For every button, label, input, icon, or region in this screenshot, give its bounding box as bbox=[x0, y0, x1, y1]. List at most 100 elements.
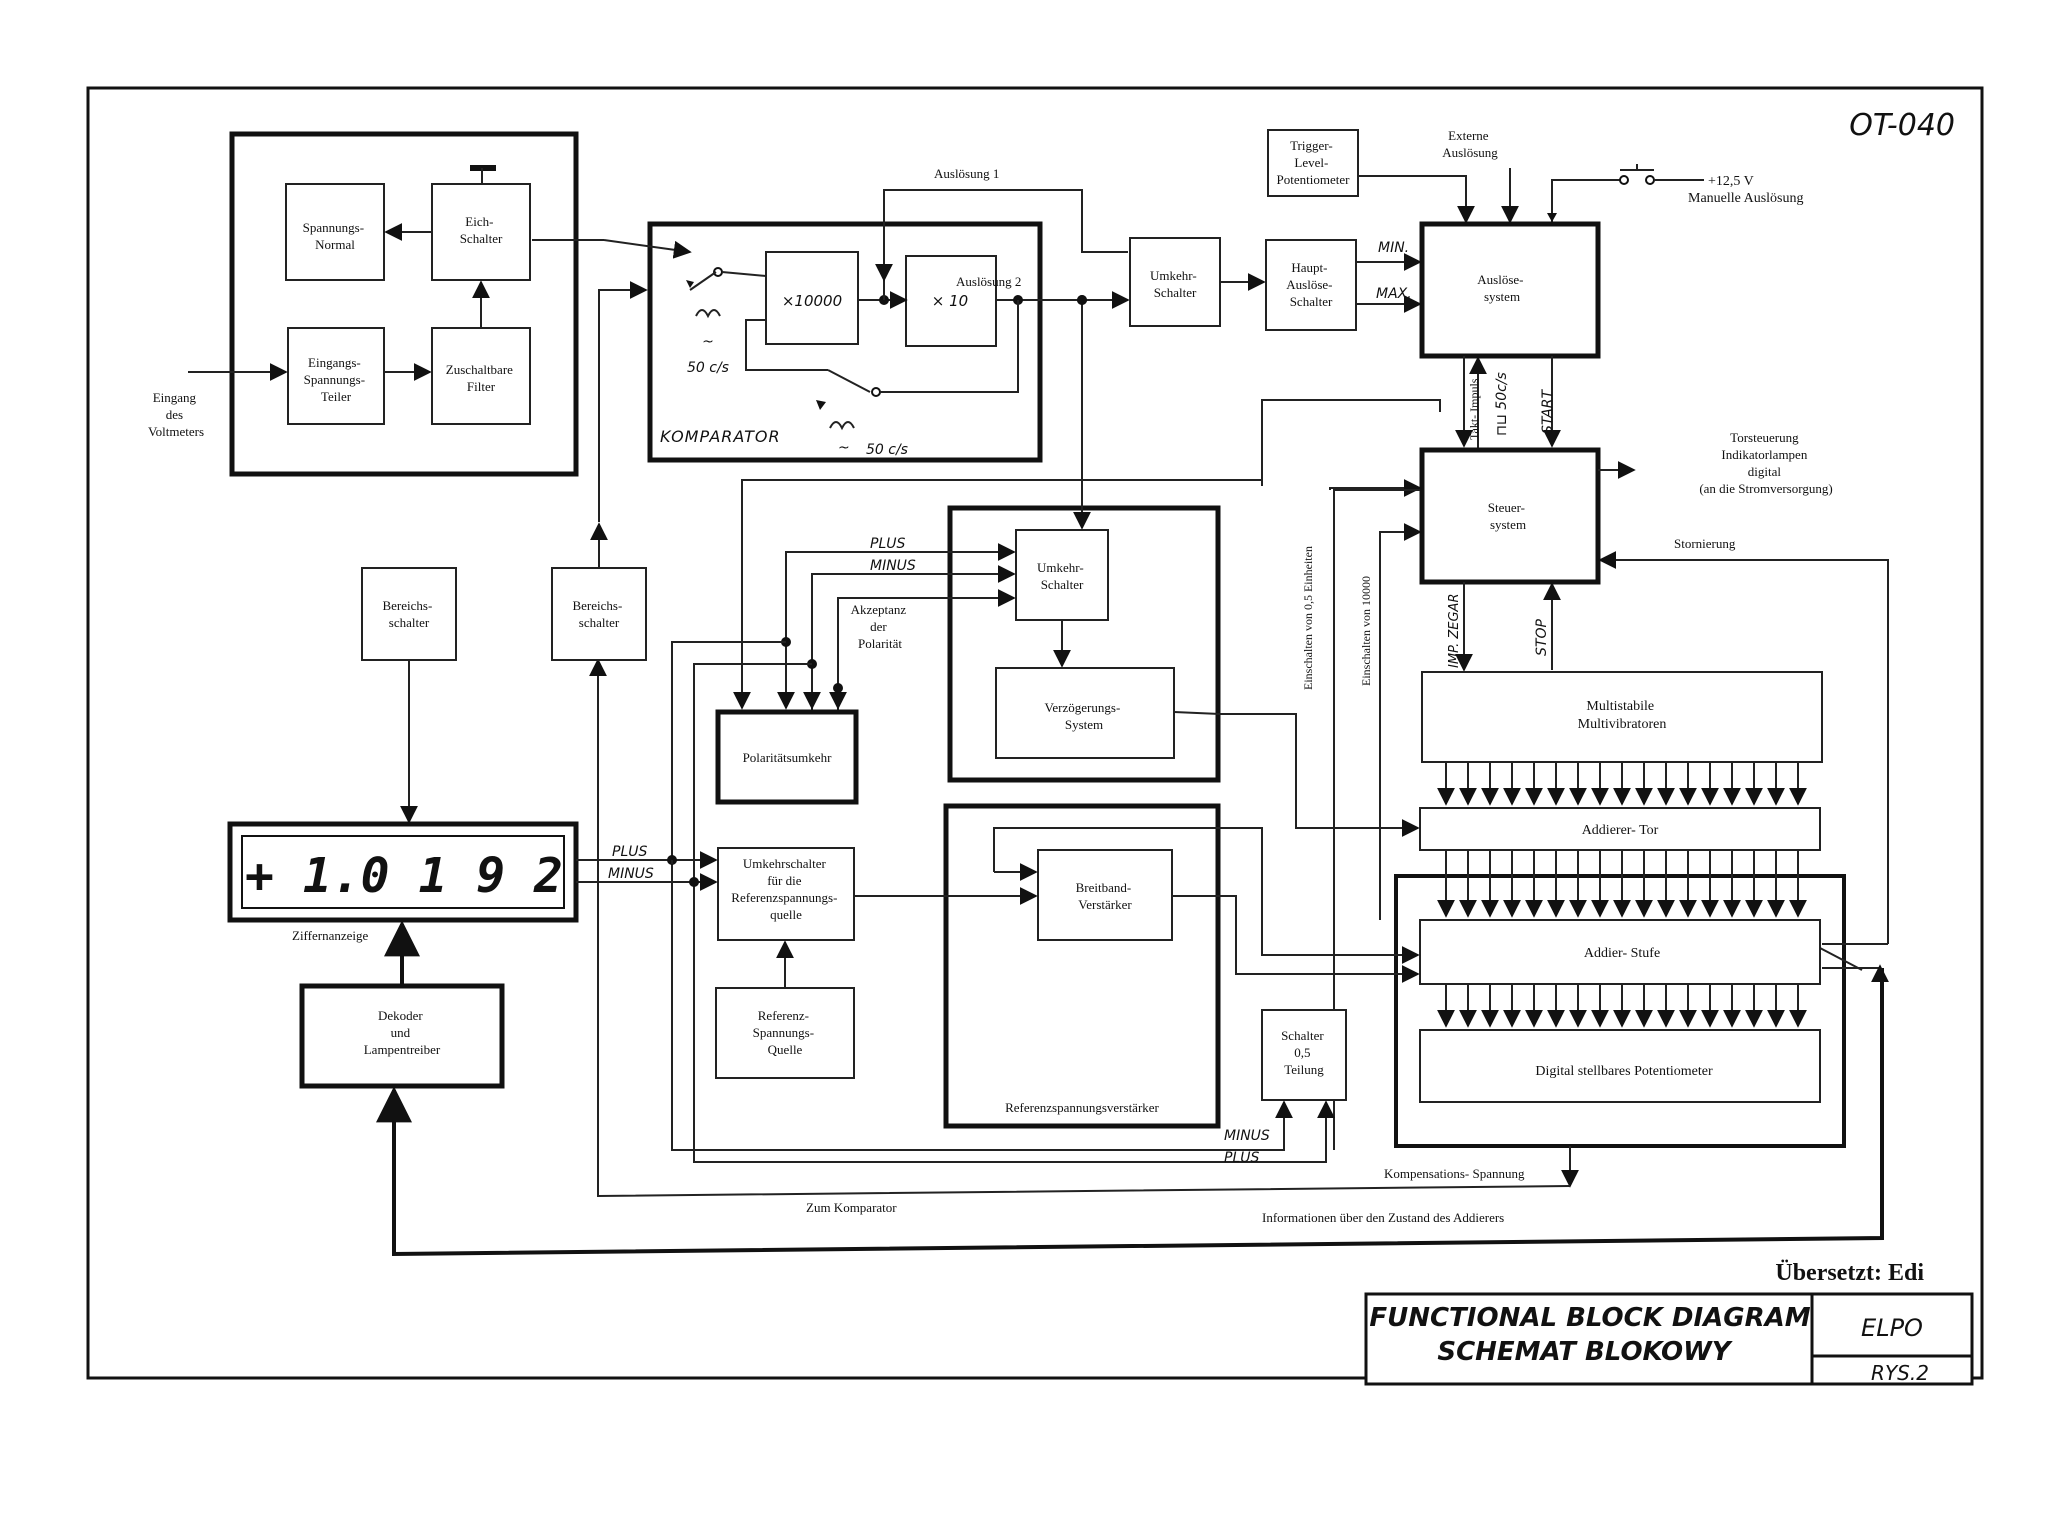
eich-schalter-label: Eich- Schalter bbox=[460, 214, 503, 246]
breitband-verstaerker-block: Breitband- Verstärker bbox=[1037, 849, 1173, 941]
haupt-ausloese-schalter-label: Haupt- Auslöse- Schalter bbox=[1286, 260, 1335, 309]
komparator-label: KOMPARATOR bbox=[660, 427, 781, 446]
dekoder-label: Dekoder und Lampentreiber bbox=[364, 1008, 441, 1057]
zuschaltbare-filter-label: Zuschaltbare Filter bbox=[446, 362, 516, 394]
x10000-label: ×10000 bbox=[782, 292, 842, 310]
ziffernanzeige-label: Ziffernanzeige bbox=[292, 928, 368, 943]
multistabile-label: Multistabile Multivibratoren bbox=[1578, 699, 1667, 732]
dekoder-block: Dekoder und Lampentreiber bbox=[299, 983, 505, 1089]
multistabile-block: Multistabile Multivibratoren bbox=[1421, 671, 1823, 763]
addier-stufe-label: Addier- Stufe bbox=[1584, 946, 1660, 961]
50cs-label-1: 50 c/s bbox=[687, 360, 729, 376]
x10000-block: ×10000 bbox=[765, 251, 859, 345]
sheet-border bbox=[86, 86, 1984, 1380]
svg-text:~: ~ bbox=[702, 334, 714, 350]
umkehrschalter-referenz-label: Umkehrschalter für die Referenzspannungs… bbox=[731, 856, 840, 922]
einschalten-05-label: Einschalten von 0,5 Einheiten bbox=[1301, 546, 1315, 690]
addierer-tor-label: Addierer- Tor bbox=[1582, 823, 1659, 838]
eingangs-teiler-label: Eingangs- Spannungs- Teiler bbox=[304, 355, 369, 404]
torsteuerung-label: Torsteuerung Indikatorlampen digital (an… bbox=[1699, 430, 1832, 496]
steuer-system-block: Steuer- system bbox=[1419, 447, 1601, 585]
bereichsschalter-2-label: Bereichs- schalter bbox=[572, 598, 625, 630]
svg-text:~: ~ bbox=[838, 440, 850, 456]
steuer-system-label: Steuer- system bbox=[1488, 500, 1529, 532]
company-name: ELPO bbox=[1861, 1314, 1923, 1342]
referenz-quelle-label: Referenz- Spannungs- Quelle bbox=[753, 1008, 818, 1057]
zuschaltbare-filter-block: Zuschaltbare Filter bbox=[431, 327, 531, 425]
manuelle-ausloesung-label: Manuelle Auslösung bbox=[1688, 191, 1804, 206]
translator-credit: Übersetzt: Edi bbox=[1775, 1260, 1924, 1286]
polaritaetsumkehr-block: Polaritätsumkehr bbox=[715, 709, 859, 805]
umkehr-schalter-1-block: Umkehr- Schalter bbox=[1129, 237, 1221, 327]
x10-block: × 10 bbox=[905, 255, 997, 347]
minus-label-bottom: MINUS bbox=[1224, 1128, 1270, 1144]
bus-arrows-multivibrator-to-tor bbox=[1437, 762, 1807, 806]
trigger-level-label: Trigger- Level- Potentiometer bbox=[1277, 138, 1351, 187]
min-label: MIN. bbox=[1378, 240, 1409, 256]
schalter-teilung-label: Schalter 0,5 Teilung bbox=[1281, 1028, 1327, 1077]
start-label: START bbox=[1540, 389, 1556, 434]
stop-label: STOP bbox=[1534, 619, 1550, 656]
polaritaetsumkehr-label: Polaritätsumkehr bbox=[743, 750, 832, 765]
schalter-teilung-block: Schalter 0,5 Teilung bbox=[1261, 1009, 1347, 1101]
bereichsschalter-1-label: Bereichs- schalter bbox=[382, 598, 435, 630]
haupt-ausloese-schalter-block: Haupt- Auslöse- Schalter bbox=[1265, 239, 1357, 331]
plus-label-bottom: PLUS bbox=[1224, 1150, 1259, 1166]
addierer-tor-block: Addierer- Tor bbox=[1419, 807, 1821, 851]
einschalten-10000-label: Einschalten von 10000 bbox=[1359, 576, 1373, 686]
externe-ausloesung-label: Externe Auslösung bbox=[1442, 128, 1498, 160]
spannungs-normal-block: Spannungs- Normal bbox=[285, 183, 385, 281]
informationen-label: Informationen über den Zustand des Addie… bbox=[1262, 1210, 1504, 1225]
manual-trigger-switch bbox=[1547, 164, 1704, 222]
title-en: FUNCTIONAL BLOCK DIAGRAM bbox=[1369, 1303, 1810, 1333]
display-reading: + 1.0 1 9 2 bbox=[245, 848, 563, 904]
referenz-quelle-block: Referenz- Spannungs- Quelle bbox=[715, 987, 855, 1079]
eingangs-teiler-block: Eingangs- Spannungs- Teiler bbox=[287, 327, 385, 425]
bereichsschalter-2-block: Bereichs- schalter bbox=[551, 567, 647, 661]
plus-label-display: PLUS bbox=[612, 844, 647, 860]
kompensations-spannung-label: Kompensations- Spannung bbox=[1384, 1166, 1525, 1181]
bereichsschalter-1-block: Bereichs- schalter bbox=[361, 567, 457, 661]
umkehr-schalter-1-label: Umkehr- Schalter bbox=[1150, 268, 1200, 300]
plus-12v-label: +12,5 V bbox=[1708, 174, 1754, 189]
umkehr-schalter-2-label: Umkehr- Schalter bbox=[1037, 560, 1087, 592]
ausloese-system-label: Auslöse- system bbox=[1477, 272, 1526, 304]
addier-stufe-block: Addier- Stufe bbox=[1419, 919, 1821, 985]
ziffernanzeige-display: + 1.0 1 9 2 bbox=[227, 821, 579, 923]
figure-number: RYS.2 bbox=[1871, 1361, 1929, 1385]
impuls-50cs-label: ⊓⊔ 50c/s bbox=[1494, 372, 1510, 436]
eich-schalter-block: Eich- Schalter bbox=[431, 165, 531, 281]
stornierung-label: Stornierung bbox=[1674, 536, 1736, 551]
verzoegerungs-system-label: Verzögerungs- System bbox=[1044, 700, 1123, 732]
50cs-source-2: ~ 50 c/s bbox=[816, 400, 908, 458]
digital-potentiometer-block: Digital stellbares Potentiometer bbox=[1419, 1029, 1821, 1103]
umkehr-schalter-2-block: Umkehr- Schalter bbox=[1015, 529, 1109, 621]
minus-label-top: MINUS bbox=[870, 558, 916, 574]
minus-label-display: MINUS bbox=[608, 866, 654, 882]
eingang-label: Eingang des Voltmeters bbox=[148, 390, 204, 439]
title-pl: SCHEMAT BLOKOWY bbox=[1437, 1337, 1733, 1367]
max-label: MAX. bbox=[1376, 286, 1412, 302]
spannungs-normal-label: Spannungs- Normal bbox=[303, 220, 368, 252]
ausloesung-2-label: Auslösung 2 bbox=[956, 274, 1021, 289]
ausloesung-1-label: Auslösung 1 bbox=[934, 166, 999, 181]
akzeptanz-label: Akzeptanz der Polarität bbox=[851, 602, 910, 651]
breitband-verstaerker-label: Breitband- Verstärker bbox=[1076, 880, 1135, 912]
umkehrschalter-referenz-block: Umkehrschalter für die Referenzspannungs… bbox=[717, 847, 855, 941]
takt-impuls-label: Takt- Impuls bbox=[1467, 378, 1481, 440]
zum-komparator-label: Zum Komparator bbox=[806, 1200, 897, 1215]
bus-arrows-stufe-to-potentiometer bbox=[1437, 984, 1807, 1028]
plus-label-top: PLUS bbox=[870, 536, 905, 552]
digital-potentiometer-label: Digital stellbares Potentiometer bbox=[1535, 1064, 1713, 1079]
50cs-source-1: ~ 50 c/s bbox=[687, 309, 729, 376]
x10-label: × 10 bbox=[932, 292, 968, 310]
adder-section-frame bbox=[1394, 874, 1846, 1148]
title-block: FUNCTIONAL BLOCK DIAGRAM SCHEMAT BLOKOWY… bbox=[1364, 1292, 1974, 1386]
bus-arrows-tor-to-stufe bbox=[1437, 850, 1807, 918]
50cs-label-2: 50 c/s bbox=[866, 442, 908, 458]
verzoegerungs-system-block: Verzögerungs- System bbox=[995, 667, 1175, 759]
ausloese-system-block: Auslöse- system bbox=[1419, 221, 1601, 359]
trigger-level-potentiometer-block: Trigger- Level- Potentiometer bbox=[1267, 129, 1359, 197]
imp-zegar-label: IMP. ZEGAR bbox=[1447, 594, 1462, 668]
